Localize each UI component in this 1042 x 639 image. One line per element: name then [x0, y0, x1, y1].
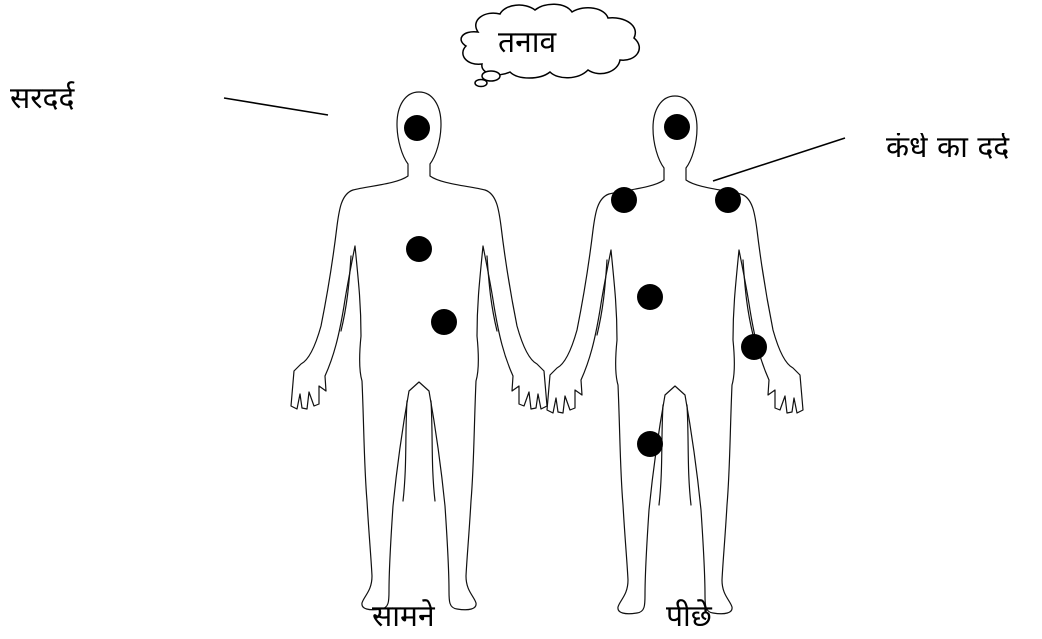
headache-label: सरदर्द [10, 84, 74, 114]
back-body-figure [547, 96, 803, 614]
front-body-figure [291, 92, 547, 610]
shoulder-pain-label: कंधे का दर्द [886, 133, 1042, 159]
chest-pain-dot [406, 236, 432, 262]
headache-leader-line [224, 98, 328, 115]
mid-back-pain-dot [637, 284, 663, 310]
head-pain-dot [664, 114, 690, 140]
left-shoulder-pain-dot [611, 187, 637, 213]
wrist-pain-dot [741, 334, 767, 360]
head-pain-dot [404, 115, 430, 141]
front-view-label: सामने [372, 602, 435, 632]
calf-pain-dot [637, 431, 663, 457]
stress-label: तनाव [498, 28, 556, 58]
right-shoulder-pain-dot [715, 187, 741, 213]
shoulder-leader-line [713, 138, 845, 181]
abdomen-pain-dot [431, 309, 457, 335]
back-view-label: पीछे [666, 602, 712, 632]
